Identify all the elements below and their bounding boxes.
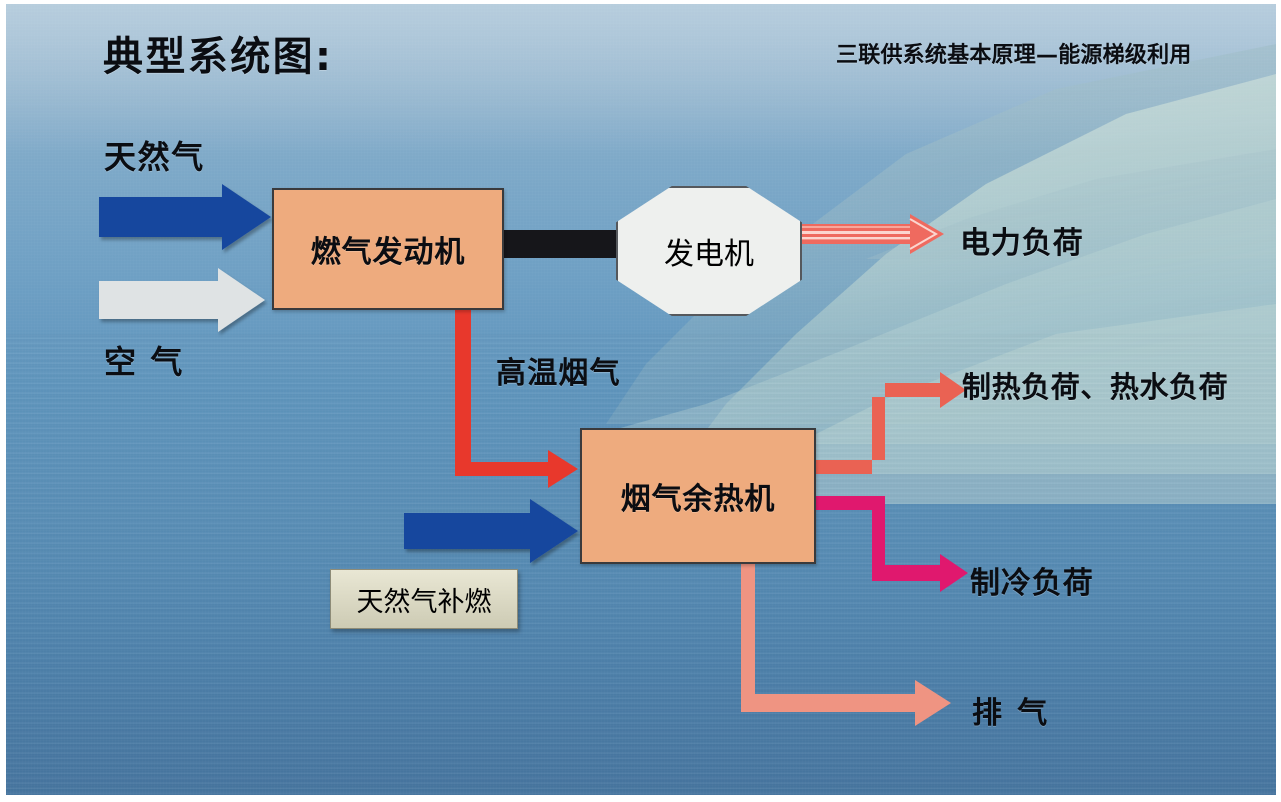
- water-ripples: [6, 334, 1276, 795]
- node-generator[interactable]: 发电机: [616, 186, 802, 316]
- node-generator-label: 发电机: [664, 237, 754, 272]
- high-temp-flue-gas-arrow: [455, 306, 578, 488]
- node-gas-engine-label: 燃气发动机: [310, 235, 466, 270]
- node-gas-engine[interactable]: 燃气发动机: [272, 188, 504, 310]
- cooling-load-arrow: [812, 496, 968, 592]
- label-air: 空 气: [104, 343, 184, 381]
- page-title: 典型系统图:: [103, 34, 334, 80]
- node-supplementary-firing-label: 天然气补燃: [356, 586, 492, 618]
- node-waste-heat-unit[interactable]: 烟气余热机: [580, 428, 816, 564]
- exhaust-arrow: [741, 560, 951, 726]
- electric-load-arrow: [798, 214, 944, 254]
- photo-background: [6, 4, 1276, 795]
- label-cooling-load: 制冷负荷: [970, 566, 1094, 601]
- label-natural-gas: 天然气: [104, 138, 205, 176]
- air-arrow: [99, 268, 265, 332]
- label-heating-load: 制热负荷、热水负荷: [962, 370, 1229, 404]
- node-supplementary-firing[interactable]: 天然气补燃: [330, 569, 518, 629]
- natural-gas-arrow: [99, 184, 271, 250]
- heating-load-arrow: [812, 372, 966, 474]
- label-electric-load: 电力负荷: [960, 226, 1084, 261]
- label-high-temp-flue-gas: 高温烟气: [496, 356, 621, 391]
- label-exhaust: 排 气: [972, 696, 1050, 731]
- slide-subtitle: 三联供系统基本原理—能源梯级利用: [836, 43, 1192, 68]
- supplementary-gas-arrow: [404, 499, 578, 563]
- engine-generator-shaft: [498, 230, 626, 258]
- photo-grain: [6, 4, 1276, 795]
- node-waste-heat-unit-label: 烟气余热机: [620, 482, 776, 517]
